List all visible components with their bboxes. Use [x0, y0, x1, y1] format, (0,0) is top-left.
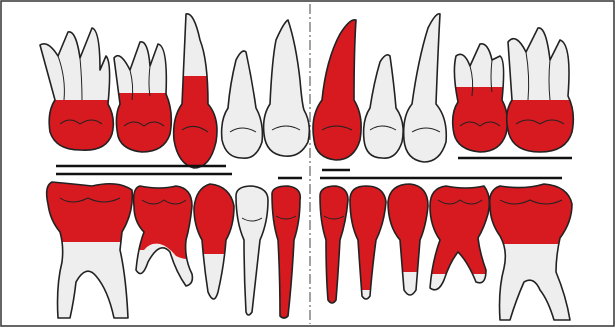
upper-tooth-9	[448, 44, 512, 157]
